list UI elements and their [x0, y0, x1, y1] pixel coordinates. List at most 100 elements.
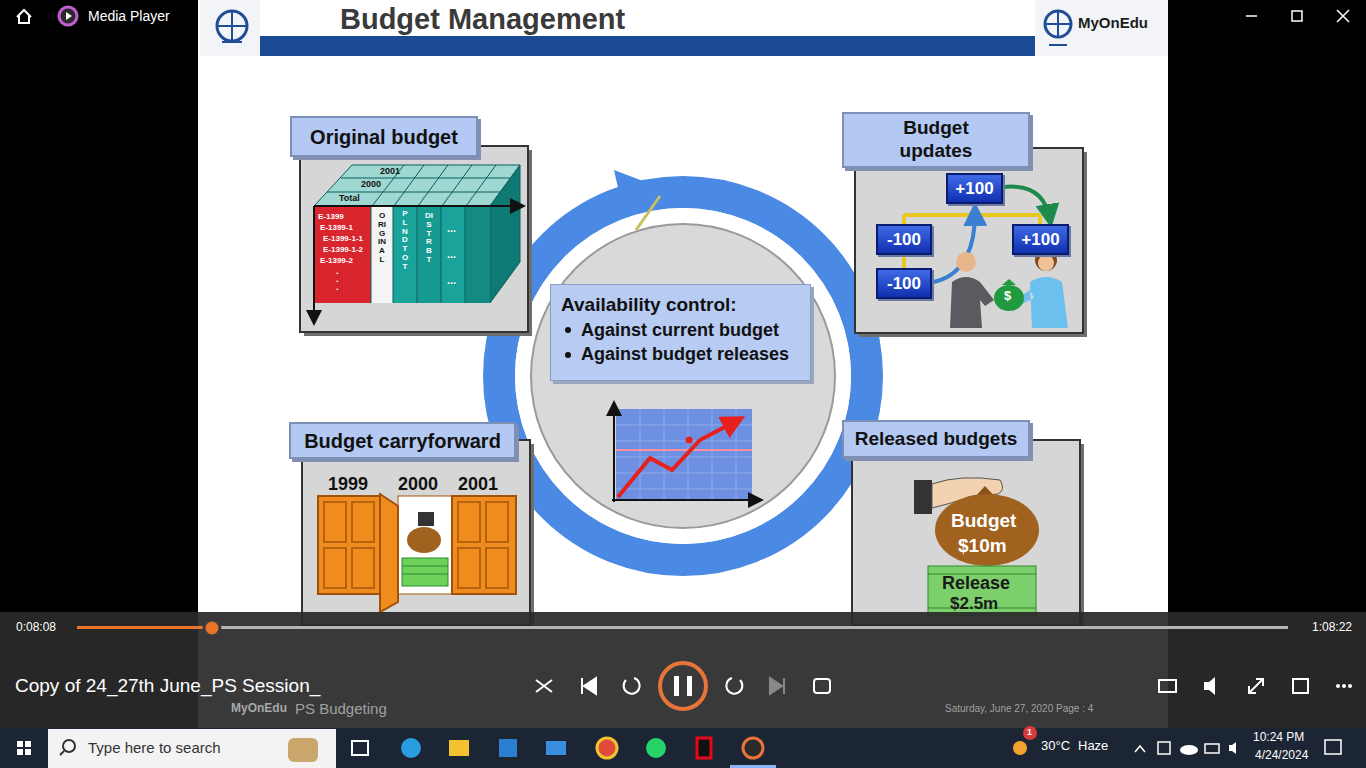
search-icon — [63, 740, 75, 752]
transfer-arrow — [934, 210, 975, 282]
tray-icon — [1158, 742, 1170, 754]
amount-text: +100 — [1021, 230, 1059, 250]
cube-top — [314, 165, 520, 206]
chart-area — [616, 409, 752, 500]
whatsapp-icon — [646, 738, 666, 758]
active-indicator — [730, 765, 776, 768]
cube-column — [465, 206, 490, 303]
availability-box: Availability control:Against current bud… — [550, 284, 811, 381]
budget-amount: Budget — [951, 510, 1016, 532]
miniplayer-icon — [1293, 679, 1308, 693]
header-band — [260, 36, 1080, 56]
account-code: E-1399-2 — [320, 256, 353, 265]
amount-box: +100 — [946, 173, 1003, 204]
column-header: ORIGINAL — [378, 212, 386, 265]
door — [318, 496, 380, 594]
previous-icon — [582, 678, 596, 694]
player-controls — [0, 612, 1366, 728]
cube-side — [490, 165, 520, 303]
person-body — [950, 277, 994, 328]
person-body — [1018, 277, 1068, 328]
cube-column — [371, 206, 393, 303]
app-icon — [66, 12, 72, 20]
cube-column — [441, 206, 465, 303]
release-amount: $2.5m — [950, 594, 998, 614]
transfer-arrow — [1004, 187, 1050, 220]
availability-heading: Availability control: — [561, 293, 798, 317]
account-code: E-1399-1-2 — [323, 245, 363, 254]
sleeve-cuff — [914, 480, 932, 514]
pause-button — [660, 663, 706, 709]
panel-heading: Original budget — [310, 125, 458, 149]
money-stack — [402, 566, 448, 574]
logo-text: MyOnEdu — [1078, 14, 1148, 31]
taskbar — [0, 728, 1366, 768]
more-icon — [1336, 684, 1340, 688]
bullet-row: Against budget releases — [561, 343, 798, 366]
clock-time: 10:24 PM — [1253, 731, 1304, 745]
elapsed-time: 0:08:08 — [16, 621, 56, 635]
ring-gap — [515, 208, 851, 544]
panel-heading: Released budgets — [855, 428, 1018, 451]
clock-date: 4/24/2024 — [1255, 749, 1308, 763]
pause-bar — [674, 676, 679, 696]
money-bag — [1002, 279, 1016, 285]
footer-date: Saturday, June 27, 2020 Page : 4 — [945, 703, 1093, 715]
cycle-ring — [499, 192, 867, 560]
column-header: DISTRBT — [425, 212, 433, 265]
bullet-row: Against current budget — [561, 319, 798, 342]
money-bag — [935, 494, 1039, 566]
money-stack — [928, 566, 1036, 616]
progress-knob — [204, 620, 220, 636]
store-icon — [499, 739, 517, 757]
progress-fill — [77, 626, 212, 629]
money-stack — [402, 558, 448, 586]
money-bag — [994, 285, 1024, 311]
account-code: E-1399-1-1 — [323, 234, 363, 243]
year-label: 2000 — [398, 474, 438, 495]
person-head — [956, 252, 976, 272]
slide-title: Budget Management — [340, 3, 625, 36]
netflix-icon — [697, 738, 711, 758]
panel — [302, 440, 530, 625]
logo-box — [200, 0, 260, 56]
ellipsis: ... — [447, 222, 456, 235]
dollar-sign: $ — [1004, 289, 1011, 304]
battery-icon — [1205, 744, 1219, 753]
chrome-icon — [597, 738, 617, 758]
search-icon — [60, 751, 64, 755]
cycle-mark — [636, 196, 660, 230]
window-title: Media Player — [88, 8, 170, 24]
fullscreen-icon — [1249, 679, 1263, 693]
panel — [852, 440, 1080, 625]
search-placeholder: Type here to search — [88, 739, 221, 756]
volume-icon — [1204, 677, 1215, 695]
column-header: PLND TOT — [401, 210, 409, 272]
budget-panel: Budget updates+100-100+100-100 — [842, 112, 1083, 333]
next-icon — [770, 678, 784, 694]
amount-box: -100 — [876, 224, 932, 255]
app-icon — [59, 7, 77, 25]
badge-circle — [1023, 726, 1037, 740]
budget-panel: Released budgets — [842, 420, 1080, 625]
year-label: 1999 — [328, 474, 368, 495]
account-code: E-1399 — [318, 212, 344, 221]
globe-icon — [217, 11, 247, 42]
cube-column — [417, 206, 441, 303]
panel-heading-tab: Released budgets — [842, 420, 1030, 458]
hand — [418, 512, 434, 526]
onedrive-icon — [1180, 745, 1198, 755]
shuffle-icon — [536, 680, 552, 692]
cube-divider — [371, 206, 465, 303]
door-opening — [398, 496, 452, 594]
start-icon — [17, 741, 31, 755]
pause-bar — [687, 676, 692, 696]
release-amount: Release — [942, 573, 1010, 594]
rewind-icon — [624, 678, 640, 694]
weather-condition: Haze — [1078, 739, 1108, 754]
axis-arrow — [313, 206, 315, 322]
budget-panel: Original budget — [290, 116, 528, 332]
tray-caret — [1135, 746, 1145, 752]
cube-total: Total — [339, 193, 360, 203]
